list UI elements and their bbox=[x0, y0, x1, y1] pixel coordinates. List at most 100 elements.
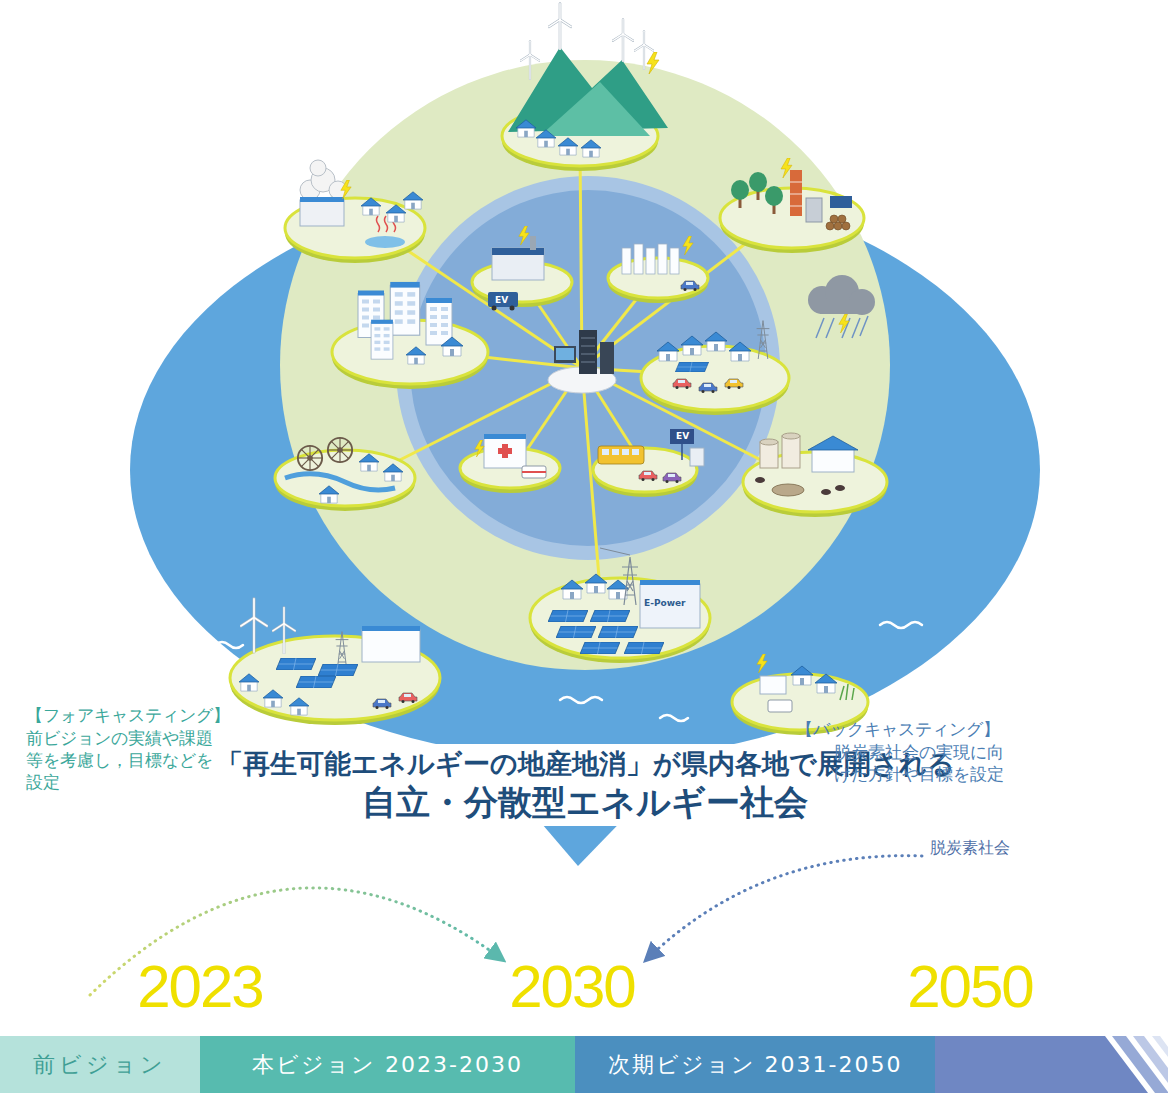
biogas-island bbox=[812, 448, 854, 472]
biomass-island bbox=[720, 158, 864, 253]
parking-island bbox=[808, 275, 875, 315]
wind-island bbox=[581, 140, 601, 157]
biomass-island bbox=[830, 196, 852, 208]
transport-island bbox=[593, 429, 704, 497]
biomass-island bbox=[765, 186, 783, 214]
hospital-island bbox=[522, 471, 546, 473]
year-number: 2050 bbox=[907, 955, 1032, 1018]
parking-island bbox=[826, 318, 834, 338]
blue-ground bbox=[0, 180, 1168, 866]
wind-island bbox=[540, 82, 650, 136]
hydro-island bbox=[275, 450, 415, 506]
parking-island bbox=[839, 314, 849, 333]
parking-island bbox=[860, 316, 868, 336]
timeline-tail bbox=[935, 1036, 1148, 1093]
hydro-island bbox=[319, 486, 339, 503]
parking-island bbox=[705, 332, 727, 351]
vision-title: 自立・分散型エネルギー社会 bbox=[362, 783, 808, 822]
geothermal-island bbox=[377, 216, 380, 232]
biogas-island bbox=[835, 485, 845, 491]
offshore-island bbox=[273, 608, 295, 654]
parking-island bbox=[757, 321, 770, 359]
biomass-island bbox=[790, 170, 802, 216]
offshore-island bbox=[399, 693, 417, 703]
plant-island bbox=[646, 248, 655, 274]
transport-island bbox=[632, 449, 639, 455]
parking-island bbox=[725, 379, 743, 389]
timeline-tail bbox=[1133, 1036, 1168, 1083]
parking-island bbox=[641, 275, 875, 415]
hydro-island bbox=[275, 438, 415, 511]
offshore-island bbox=[239, 674, 259, 691]
biogas-island bbox=[755, 477, 765, 483]
parking-island bbox=[816, 318, 824, 338]
sea-wave bbox=[560, 697, 602, 703]
timeline-tail bbox=[935, 1036, 1168, 1093]
transport-island bbox=[622, 449, 629, 455]
solar-farm-island bbox=[624, 642, 664, 654]
timeline-tail bbox=[1152, 1036, 1168, 1057]
city-island bbox=[332, 282, 488, 389]
backcast-arrow bbox=[646, 856, 922, 960]
biomass-island bbox=[826, 215, 850, 230]
transport-island bbox=[681, 444, 683, 460]
plant-island bbox=[622, 248, 631, 274]
city-island bbox=[426, 298, 452, 345]
factory-island bbox=[492, 248, 544, 280]
year-number: 2023 bbox=[137, 955, 262, 1018]
parking-island bbox=[852, 318, 860, 338]
geothermal-island bbox=[310, 160, 326, 176]
backcast-note: 脱炭素社会の実現に向けた方針や目標を設定 bbox=[834, 741, 1010, 785]
timeline-band: 本ビジョン 2023-2030 bbox=[200, 1036, 575, 1093]
solar-farm-island bbox=[640, 580, 700, 585]
sea-wave bbox=[660, 715, 688, 721]
plant-island bbox=[658, 244, 667, 274]
offshore-island bbox=[362, 630, 420, 662]
solar-farm-island bbox=[622, 557, 638, 605]
offshore-island bbox=[276, 658, 316, 670]
transport-island bbox=[598, 446, 644, 464]
factory-island bbox=[492, 306, 497, 311]
control-hub bbox=[581, 338, 595, 362]
plant-island bbox=[608, 236, 708, 303]
offshore-island bbox=[289, 698, 309, 715]
village-island bbox=[768, 700, 792, 712]
parking-island bbox=[820, 300, 864, 314]
solar-farm-island bbox=[598, 626, 638, 638]
geothermal-island bbox=[386, 205, 406, 222]
building-sign: E-Power bbox=[644, 598, 686, 609]
village-island bbox=[846, 684, 848, 700]
geothermal-island bbox=[361, 198, 381, 215]
offshore-island bbox=[362, 626, 420, 631]
control-hub bbox=[581, 362, 595, 363]
sea-wave bbox=[880, 702, 922, 708]
wind-island bbox=[502, 4, 668, 171]
hospital-island bbox=[498, 448, 512, 454]
biogas-island bbox=[760, 442, 778, 468]
factory-island bbox=[510, 306, 515, 311]
hydro-island bbox=[298, 446, 322, 470]
vehicle-tag: EV bbox=[676, 431, 689, 442]
offshore-island bbox=[296, 676, 336, 688]
city-island bbox=[406, 347, 426, 364]
vehicle-tag: EV bbox=[495, 295, 508, 306]
parking-island bbox=[699, 383, 717, 393]
geothermal-island bbox=[365, 236, 405, 248]
biomass-island bbox=[826, 222, 834, 230]
biogas-island bbox=[782, 436, 800, 468]
year-number: 2030 bbox=[509, 955, 634, 1018]
offshore-island bbox=[230, 599, 440, 725]
backcast-heading: 【バックキャスティング】 bbox=[796, 718, 1000, 740]
geothermal-island bbox=[285, 160, 425, 263]
biomass-island bbox=[838, 215, 846, 223]
village-island bbox=[840, 684, 854, 700]
hospital-island bbox=[484, 438, 526, 468]
biomass-island bbox=[842, 222, 850, 230]
biogas-island bbox=[808, 436, 858, 450]
biogas-island bbox=[772, 484, 804, 496]
control-hub bbox=[600, 342, 614, 374]
factory-island bbox=[492, 248, 544, 255]
biomass-island bbox=[830, 215, 838, 223]
